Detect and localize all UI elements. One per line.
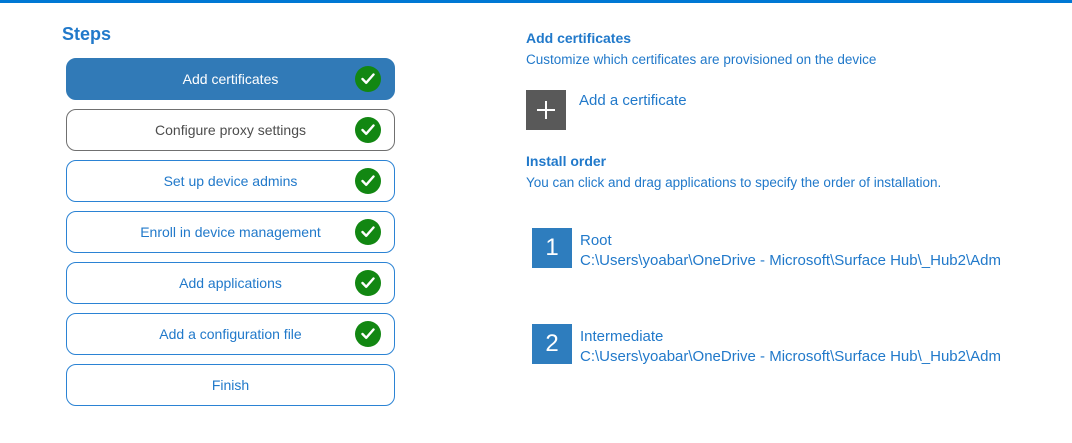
step-button-label: Add certificates [182,71,279,87]
step-button-add-certificates[interactable]: Add certificates [66,58,395,100]
step-button-add-applications[interactable]: Add applications [66,262,395,304]
install-item-text: Root C:\Users\yoabar\OneDrive - Microsof… [580,231,1001,271]
steps-panel-title: Steps [62,24,112,44]
add-certificate-button[interactable]: Add a certificate [526,90,687,130]
section-description-install-order: You can click and drag applications to s… [526,175,942,190]
step-button-configure-proxy-settings[interactable]: Configure proxy settings [66,109,395,151]
check-icon [355,270,381,296]
section-title-install-order: Install order [526,153,607,169]
certificate-name: Root [580,232,612,249]
add-certificate-label: Add a certificate [579,92,687,109]
check-icon [355,219,381,245]
section-title-add-certificates: Add certificates [526,30,632,46]
step-button-set-up-device-admins[interactable]: Set up device admins [66,160,395,202]
section-description-add-certificates: Customize which certificates are provisi… [526,52,877,67]
check-icon [355,168,381,194]
step-button-label: Set up device admins [163,173,298,189]
install-order-item[interactable]: 1 Root C:\Users\yoabar\OneDrive - Micros… [532,228,1001,271]
certificate-path: C:\Users\yoabar\OneDrive - Microsoft\Sur… [580,252,1001,269]
step-button-finish[interactable]: Finish [66,364,395,406]
step-button-label: Finish [211,377,250,393]
order-number-tile: 2 [532,324,572,364]
certificate-path: C:\Users\yoabar\OneDrive - Microsoft\Sur… [580,348,1001,365]
check-icon [355,66,381,92]
step-button-add-a-configuration-file[interactable]: Add a configuration file [66,313,395,355]
top-accent-bar [0,0,1072,3]
steps-list: Add certificates Configure proxy setting… [66,58,395,415]
check-icon [355,117,381,143]
step-button-label: Configure proxy settings [155,122,306,138]
step-button-enroll-in-device-management[interactable]: Enroll in device management [66,211,395,253]
step-button-label: Add a configuration file [159,326,302,342]
install-item-text: Intermediate C:\Users\yoabar\OneDrive - … [580,327,1001,367]
check-icon [355,321,381,347]
step-button-label: Enroll in device management [140,224,321,240]
step-button-label: Add applications [179,275,282,291]
order-number-tile: 1 [532,228,572,268]
certificate-name: Intermediate [580,328,664,345]
install-order-item[interactable]: 2 Intermediate C:\Users\yoabar\OneDrive … [532,324,1001,367]
plus-icon[interactable] [526,90,566,130]
